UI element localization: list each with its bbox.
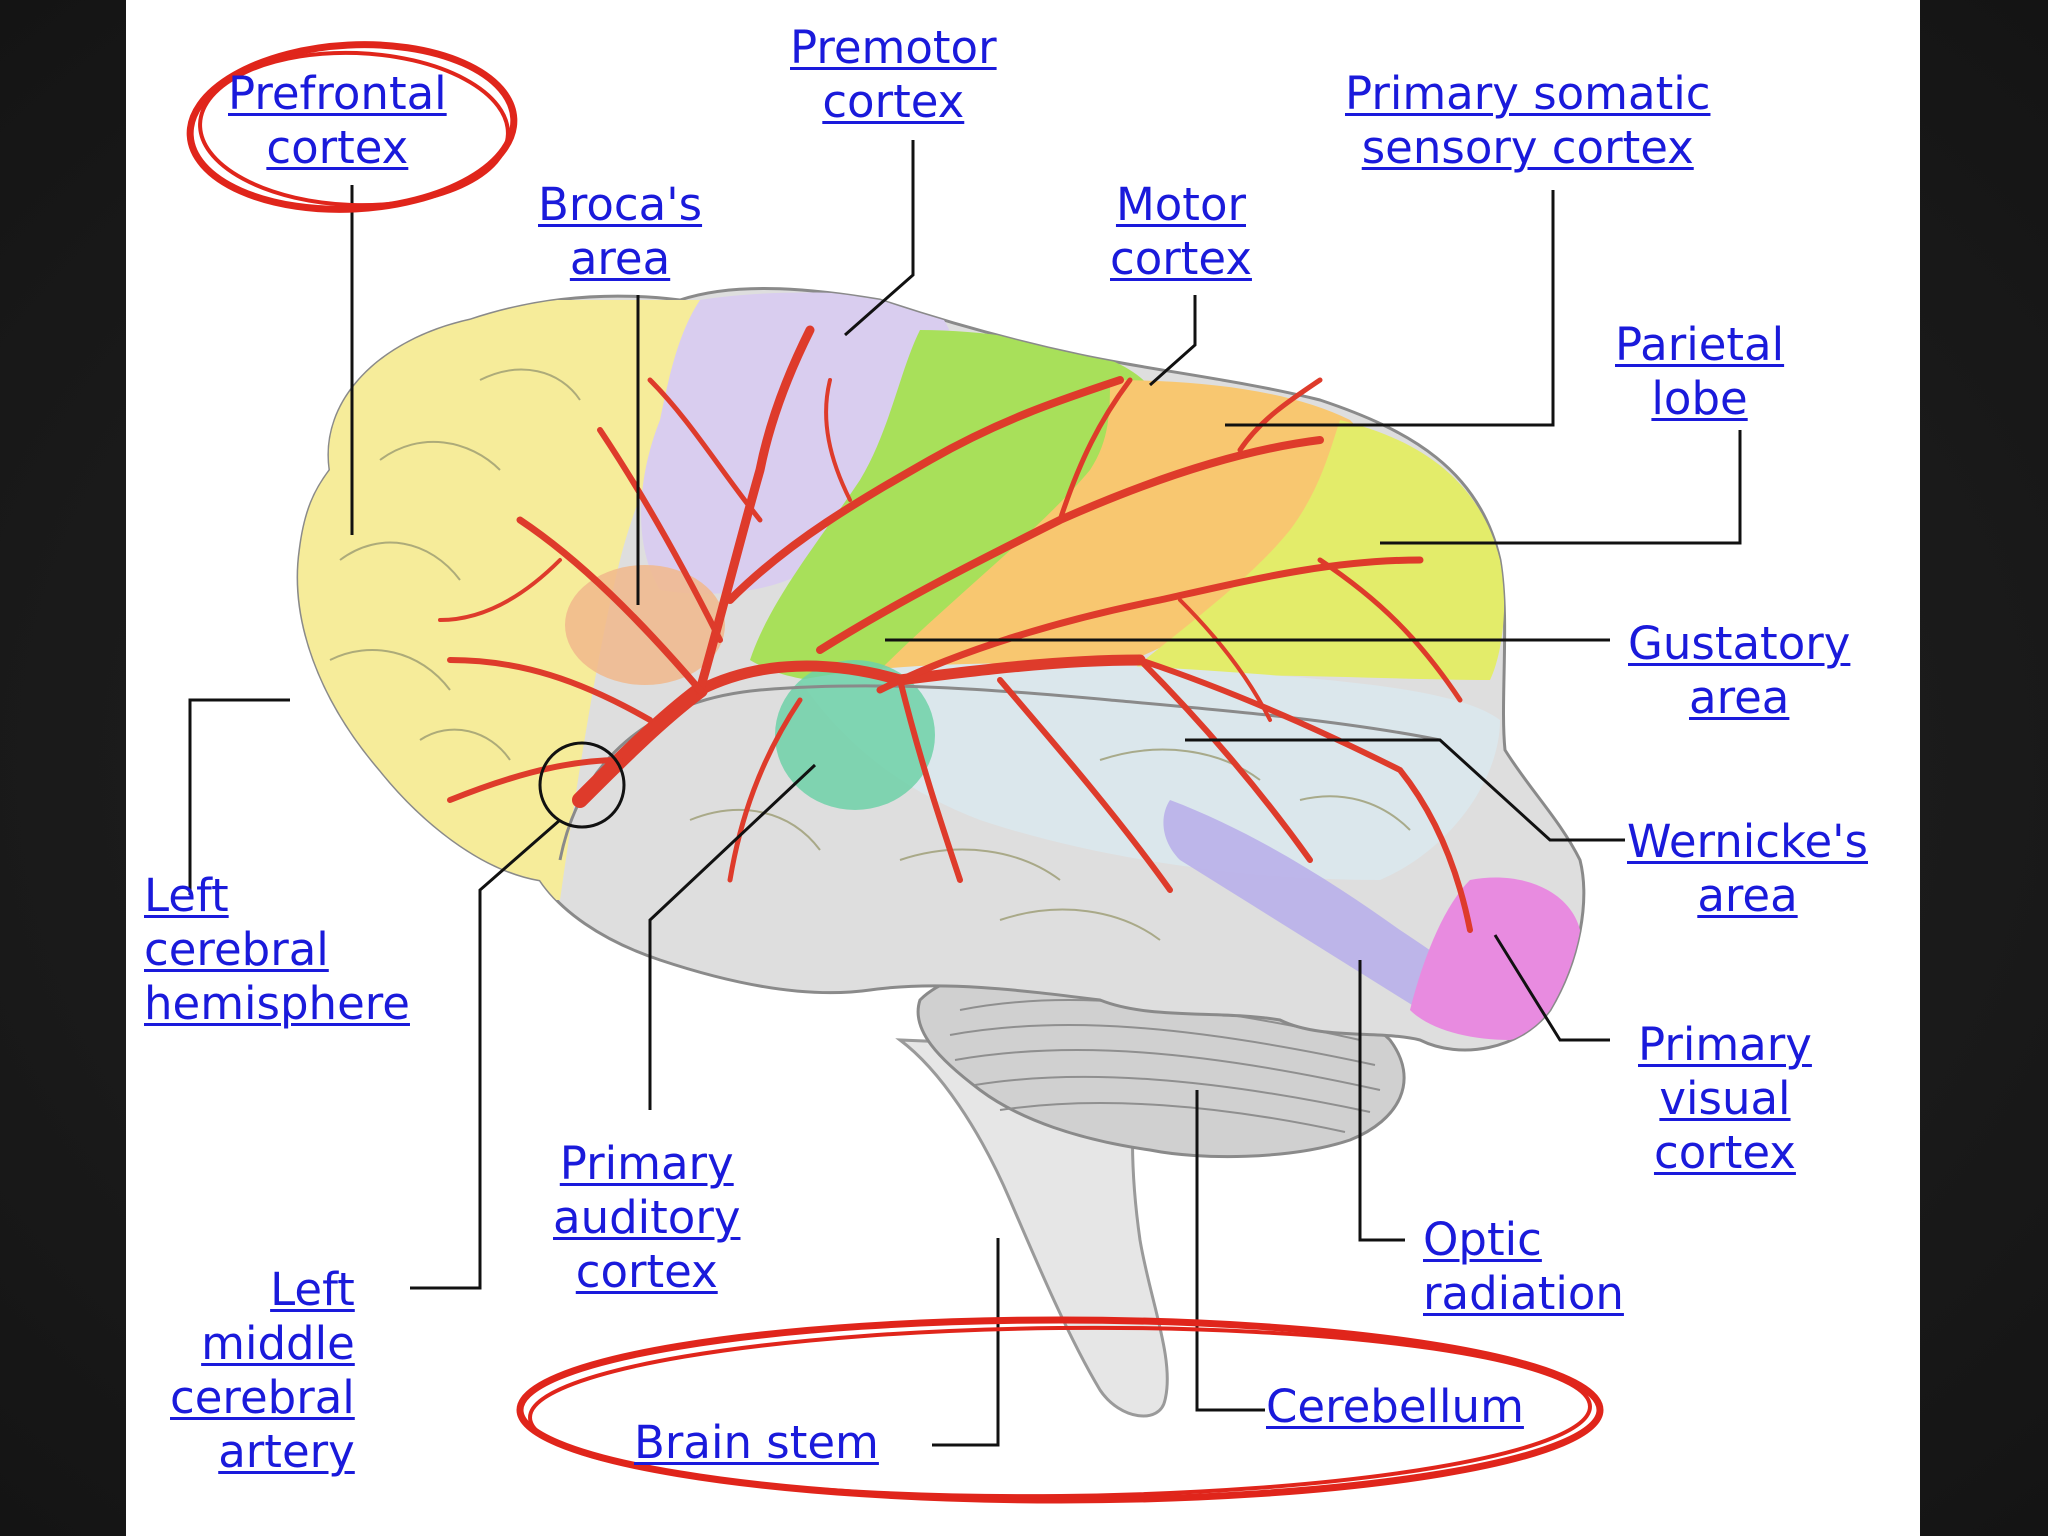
label-line: visual bbox=[1659, 1072, 1791, 1125]
label-line: Optic bbox=[1423, 1213, 1542, 1266]
visual-cortex-region bbox=[1410, 877, 1582, 1040]
prefrontal-annotation-circle-inner bbox=[198, 50, 510, 208]
prefrontal-cortex-link[interactable]: Prefrontal cortex bbox=[228, 67, 447, 175]
leader-lines bbox=[188, 140, 1742, 1447]
label-line: lobe bbox=[1651, 372, 1748, 425]
parietal-lobe-link[interactable]: Parietal lobe bbox=[1615, 318, 1784, 426]
label-line: auditory bbox=[553, 1191, 741, 1244]
label-line: Primary somatic bbox=[1345, 67, 1711, 120]
artery-origin-circle bbox=[538, 741, 626, 829]
parietal-region bbox=[1120, 420, 1505, 680]
brain-stem-link[interactable]: Brain stem bbox=[634, 1416, 879, 1470]
label-line: Premotor bbox=[790, 21, 997, 74]
premotor-cortex-link[interactable]: Premotor cortex bbox=[790, 21, 997, 129]
label-line: cerebral bbox=[170, 1371, 355, 1424]
label-line: Cerebellum bbox=[1266, 1380, 1524, 1433]
label-line: Primary bbox=[1638, 1018, 1812, 1071]
label-line: Parietal bbox=[1615, 318, 1785, 371]
motor-cortex-link[interactable]: Motor cortex bbox=[1110, 178, 1252, 286]
label-line: Left bbox=[270, 1263, 355, 1316]
label-line: Wernicke's bbox=[1627, 815, 1868, 868]
primary-auditory-cortex-link[interactable]: Primary auditory cortex bbox=[553, 1137, 740, 1299]
label-line: middle bbox=[201, 1317, 355, 1370]
label-line: cortex bbox=[1110, 232, 1252, 285]
gustatory-area-link[interactable]: Gustatory area bbox=[1628, 617, 1850, 725]
label-line: hemisphere bbox=[144, 977, 410, 1030]
cerebellum-link[interactable]: Cerebellum bbox=[1266, 1380, 1524, 1434]
label-line: Prefrontal bbox=[228, 67, 447, 120]
label-line: Broca's bbox=[538, 178, 703, 231]
label-line: cerebral bbox=[144, 923, 329, 976]
label-line: cortex bbox=[575, 1245, 718, 1298]
primary-somatic-sensory-cortex-link[interactable]: Primary somatic sensory cortex bbox=[1345, 67, 1710, 175]
label-line: cortex bbox=[822, 75, 965, 128]
label-line: area bbox=[1689, 671, 1790, 724]
label-line: Left bbox=[144, 869, 229, 922]
annotation-circles bbox=[186, 41, 1604, 1504]
label-line: cortex bbox=[1653, 1126, 1796, 1179]
optic-radiation-region bbox=[1163, 800, 1480, 1014]
left-middle-cerebral-artery-link[interactable]: Left middle cerebral artery bbox=[170, 1263, 355, 1479]
brainstem-annotation-circle-inner bbox=[528, 1325, 1592, 1499]
left-cerebral-hemisphere-link[interactable]: Left cerebral hemisphere bbox=[144, 869, 410, 1031]
label-line: area bbox=[569, 232, 671, 285]
motor-region bbox=[750, 330, 1165, 682]
wernickes-area-link[interactable]: Wernicke's area bbox=[1627, 815, 1868, 923]
label-line: Gustatory bbox=[1628, 617, 1851, 670]
auditory-region bbox=[775, 660, 935, 810]
temporal-region bbox=[800, 663, 1500, 880]
label-line: artery bbox=[218, 1425, 355, 1478]
label-line: Brain stem bbox=[634, 1416, 879, 1469]
gyri-lines bbox=[329, 368, 1411, 941]
label-line: area bbox=[1697, 869, 1798, 922]
label-line: Primary bbox=[559, 1137, 734, 1190]
brocas-area-link[interactable]: Broca's area bbox=[538, 178, 702, 286]
label-line: radiation bbox=[1423, 1267, 1624, 1320]
prefrontal-annotation-circle bbox=[186, 41, 518, 213]
label-line: Motor bbox=[1115, 178, 1246, 231]
primary-visual-cortex-link[interactable]: Primary visual cortex bbox=[1638, 1018, 1812, 1180]
label-line: sensory cortex bbox=[1361, 121, 1694, 174]
optic-radiation-link[interactable]: Optic radiation bbox=[1423, 1213, 1624, 1321]
middle-cerebral-artery bbox=[438, 325, 1473, 933]
brainstem-annotation-circle bbox=[516, 1316, 1604, 1504]
premotor-region bbox=[641, 292, 954, 594]
label-line: cortex bbox=[266, 121, 409, 174]
